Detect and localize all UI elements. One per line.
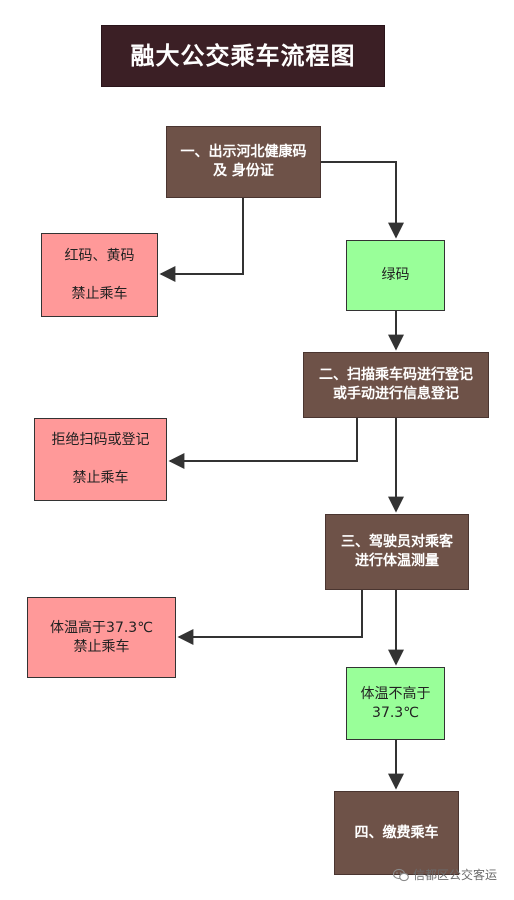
node-step3-temperature-check: 三、驾驶员对乘客 进行体温测量	[325, 514, 469, 590]
node-text: 及 身份证	[213, 163, 274, 179]
node-step1-show-health-code: 一、出示河北健康码 及 身份证	[166, 126, 321, 198]
node-text: 四、缴费乘车	[354, 824, 439, 841]
node-text: 37.3℃	[372, 704, 419, 721]
node-normal-temperature: 体温不高于 37.3℃	[346, 667, 445, 740]
node-red-yellow-code: 红码、黄码 禁止乘车	[41, 233, 158, 317]
node-text: 体温不高于	[360, 685, 431, 702]
node-text: 绿码	[381, 267, 410, 283]
node-text: 三、驾驶员对乘客	[341, 534, 453, 550]
arrow-step1-to-red	[159, 198, 244, 282]
node-text: 禁止乘车	[72, 470, 129, 486]
watermark-text: 信都区公交客运	[413, 868, 498, 882]
node-green-code: 绿码	[346, 240, 445, 311]
node-text: 禁止乘车	[71, 285, 128, 302]
node-high-temperature: 体温高于37.3℃ 禁止乘车	[27, 597, 176, 678]
watermark: 信都区公交客运	[393, 866, 497, 883]
node-text: 禁止乘车	[73, 638, 130, 655]
node-text: 体温高于37.3℃	[50, 619, 153, 636]
node-text: 拒绝扫码或登记	[51, 432, 150, 448]
arrow-step1-to-green	[321, 161, 404, 239]
node-text: 二、扫描乘车码进行登记	[319, 367, 473, 383]
node-refuse-register: 拒绝扫码或登记 禁止乘车	[34, 418, 167, 501]
node-text: 一、出示河北健康码	[180, 144, 307, 160]
node-step2-scan-register: 二、扫描乘车码进行登记 或手动进行信息登记	[303, 352, 489, 418]
node-text: 红码、黄码	[64, 247, 135, 264]
node-text: 进行体温测量	[355, 553, 439, 569]
arrow-step3-to-hightemp	[177, 590, 363, 645]
title-text: 融大公交乘车流程图	[130, 41, 356, 70]
node-step4-pay-ride: 四、缴费乘车	[334, 791, 459, 875]
node-text: 或手动进行信息登记	[333, 386, 459, 402]
diagram-title: 融大公交乘车流程图	[101, 25, 385, 87]
wechat-icon	[393, 868, 409, 881]
arrow-step2-to-refuse	[168, 418, 358, 469]
